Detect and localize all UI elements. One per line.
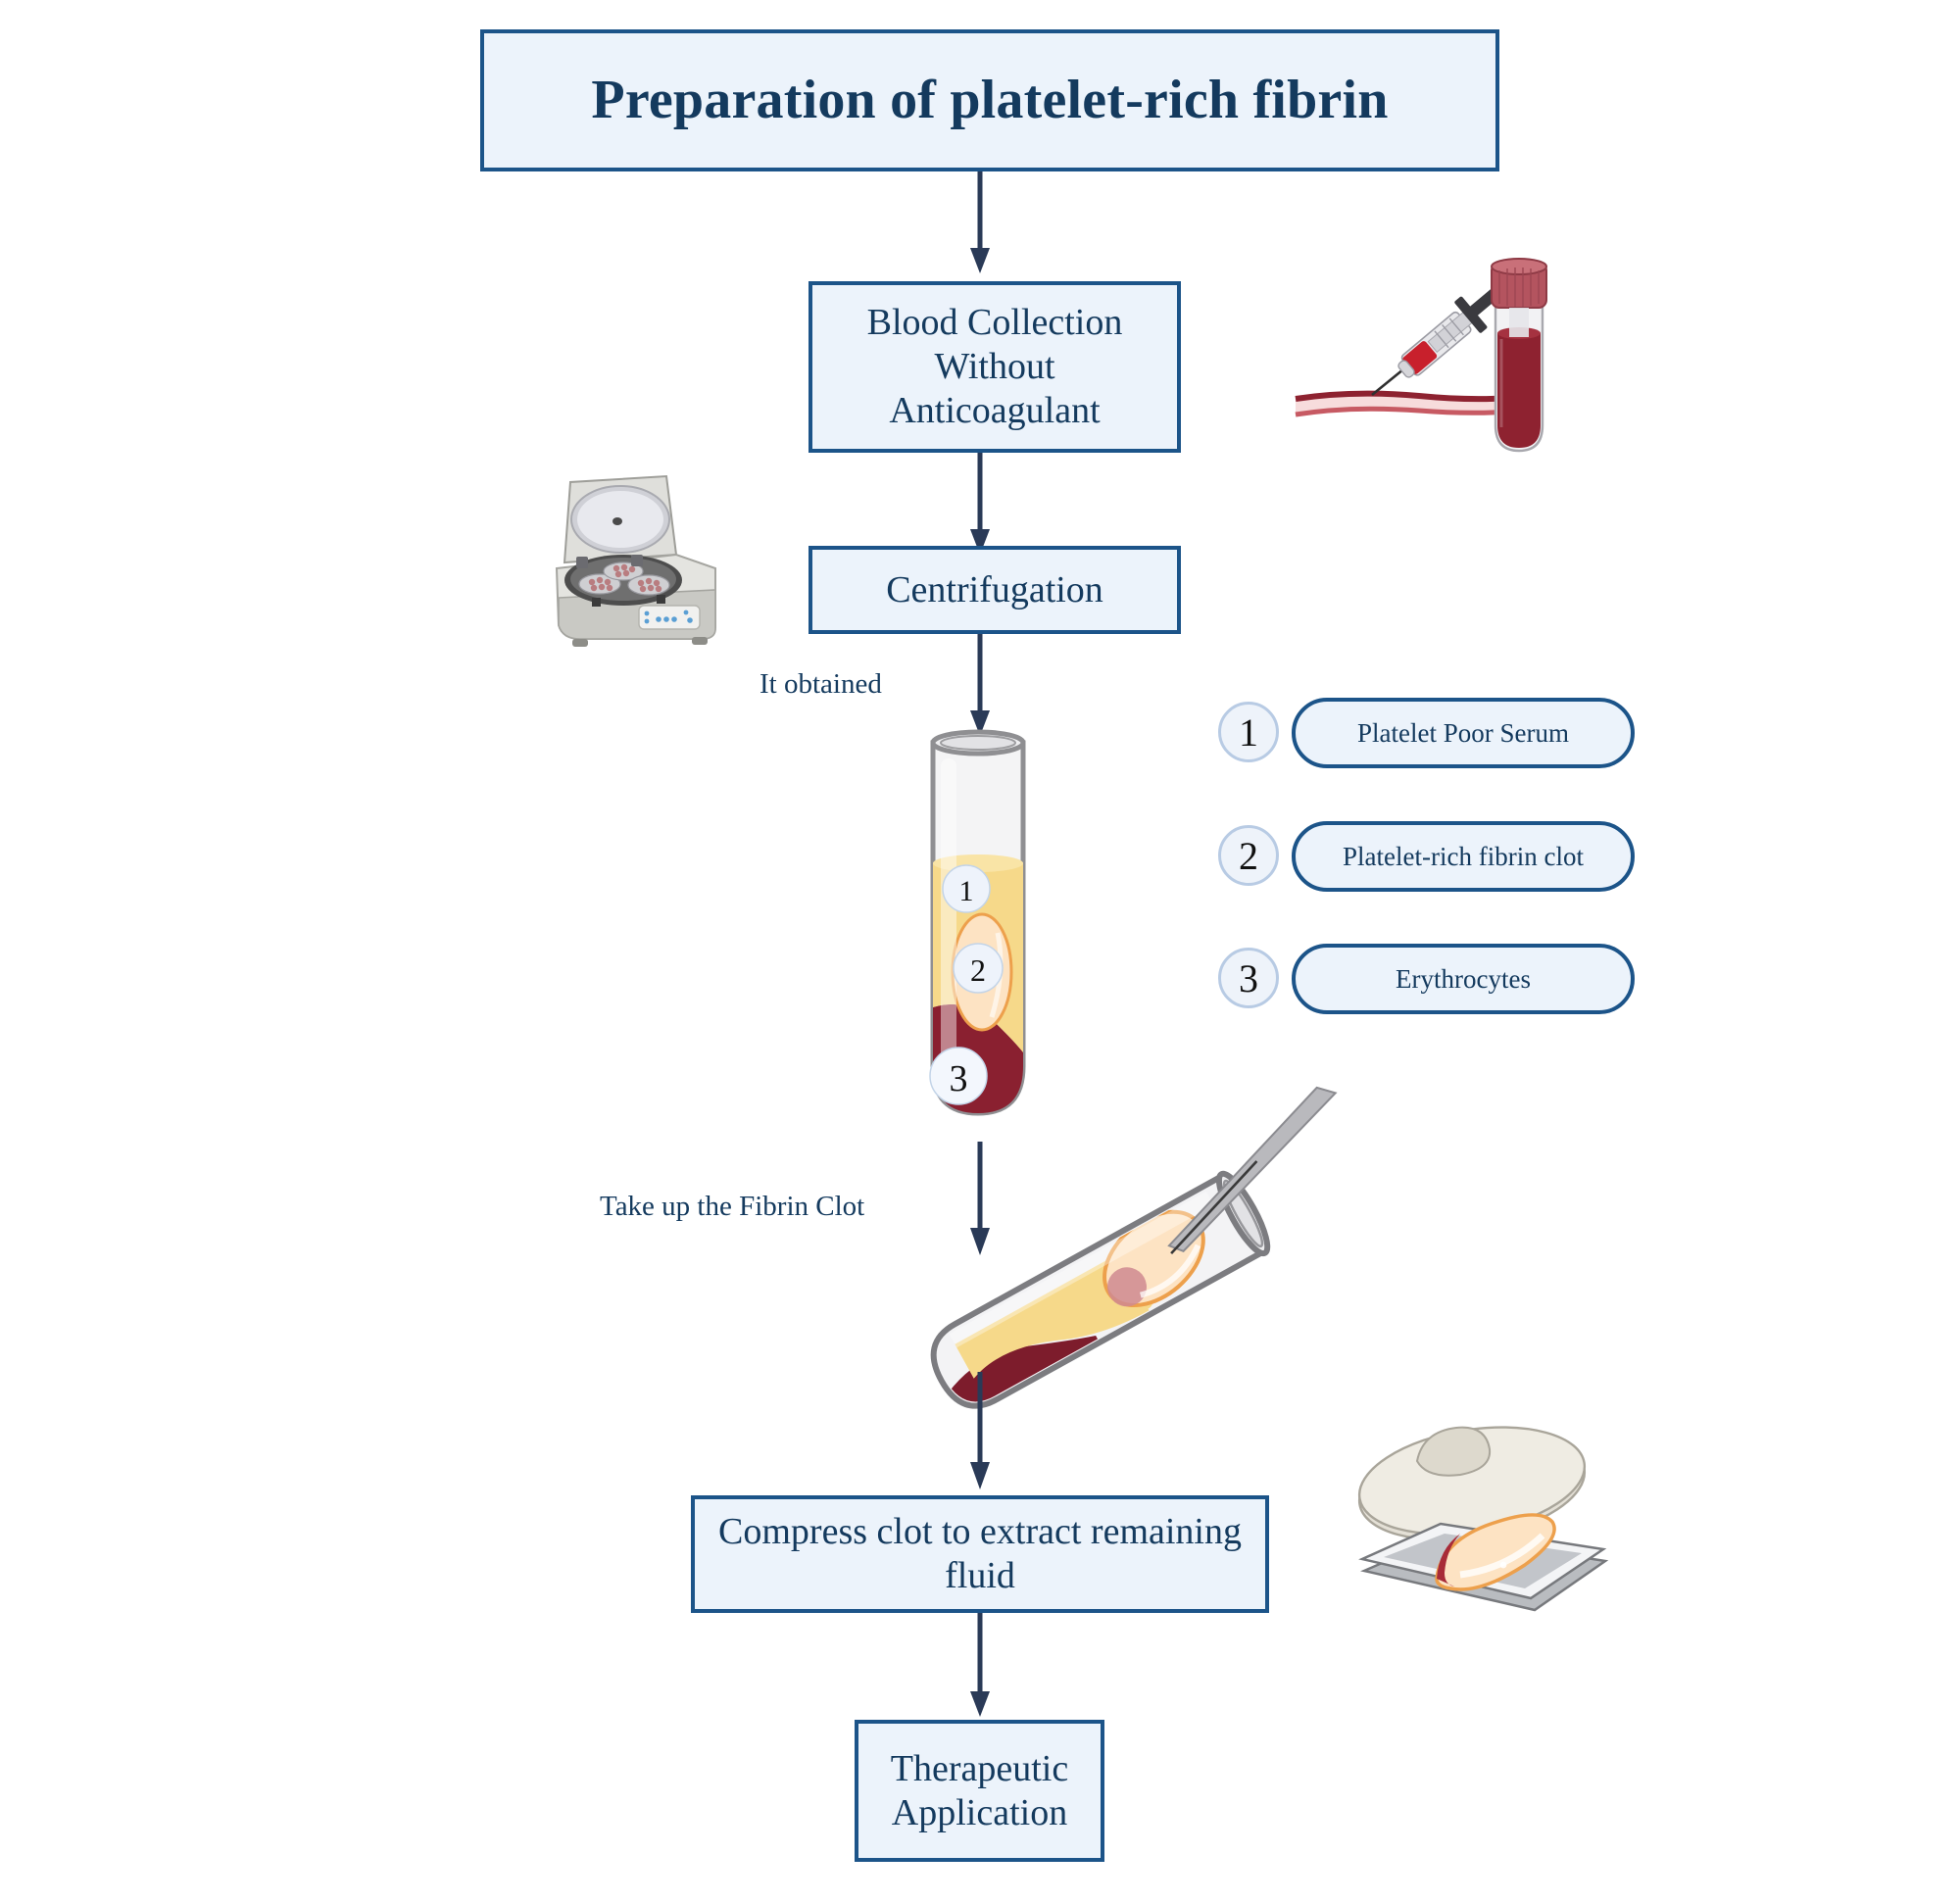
arrow-extraction-to-compress [970, 1372, 990, 1489]
arrow-centrifugation-to-tube [970, 634, 990, 736]
node-compress-clot: Compress clot to extract remaining fluid [691, 1495, 1269, 1613]
legend-item-platelet-rich-fibrin-clot[interactable]: Platelet-rich fibrin clot [1292, 821, 1635, 892]
legend-number-1: 1 [1218, 702, 1279, 762]
compression-tray-illustration [1357, 1426, 1609, 1612]
node-centrifugation: Centrifugation [808, 546, 1181, 634]
centrifuge-illustration [555, 474, 716, 647]
legend-item-platelet-poor-serum[interactable]: Platelet Poor Serum [1292, 698, 1635, 768]
syringe-blood-draw-illustration [1295, 258, 1547, 453]
legend-label-1: Platelet Poor Serum [1357, 717, 1569, 748]
node-blood-collection-line2: Without [934, 346, 1055, 388]
svg-text:2: 2 [970, 952, 986, 988]
node-compress-line1: Compress clot to extract remaining [718, 1511, 1242, 1553]
node-therapeutic-application: Therapeutic Application [855, 1720, 1104, 1862]
diagram-title: Preparation of platelet-rich fibrin [591, 70, 1389, 131]
layered-test-tube-illustration: 1 2 3 [929, 729, 1026, 1116]
svg-text:1: 1 [959, 875, 974, 907]
node-centrifugation-label: Centrifugation [886, 568, 1103, 610]
tilted-tube-forceps-illustration [930, 1086, 1338, 1414]
legend-item-erythrocytes[interactable]: Erythrocytes [1292, 944, 1635, 1014]
node-therapeutic-line1: Therapeutic [890, 1747, 1069, 1789]
svg-text:3: 3 [950, 1058, 968, 1099]
legend-number-3: 3 [1218, 948, 1279, 1008]
arrow-tube-to-extraction [970, 1142, 990, 1255]
node-blood-collection-line1: Blood Collection [866, 302, 1123, 344]
node-compress-line2: fluid [945, 1555, 1015, 1596]
arrow-title-to-blood-collection [970, 171, 990, 273]
arrow-compress-to-therapeutic [970, 1613, 990, 1717]
edge-label-it-obtained: It obtained [760, 668, 882, 700]
legend-label-3: Erythrocytes [1396, 963, 1531, 994]
node-blood-collection: Blood Collection Without Anticoagulant [808, 281, 1181, 453]
arrow-blood-collection-to-centrifugation [970, 453, 990, 555]
diagram-title-box: Preparation of platelet-rich fibrin [480, 29, 1499, 171]
edge-label-take-up-clot: Take up the Fibrin Clot [600, 1191, 865, 1222]
legend-label-2: Platelet-rich fibrin clot [1343, 841, 1584, 871]
node-blood-collection-line3: Anticoagulant [889, 389, 1101, 431]
node-therapeutic-line2: Application [891, 1791, 1068, 1833]
legend-number-2: 2 [1218, 825, 1279, 886]
